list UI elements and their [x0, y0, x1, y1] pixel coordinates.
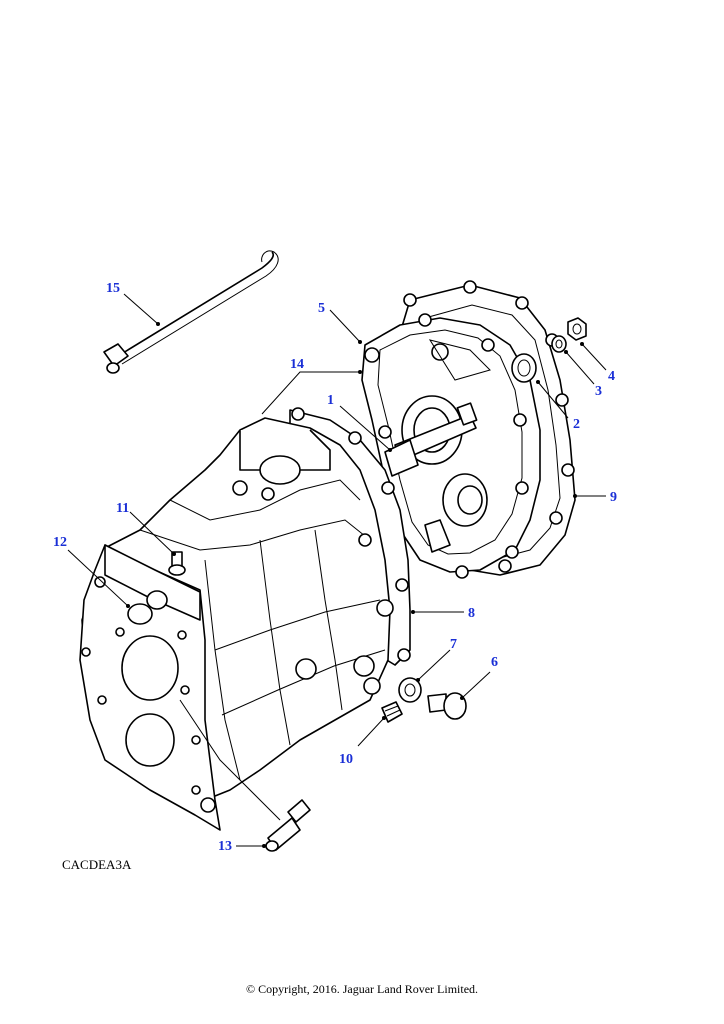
- gearbox-casing: [79, 417, 394, 831]
- callout-12: 12: [53, 535, 67, 550]
- copyright-notice: © Copyright, 2016. Jaguar Land Rover Lim…: [245, 982, 479, 996]
- callout-1: 1: [327, 393, 334, 408]
- callout-3: 3: [595, 384, 602, 399]
- callout-4: 4: [608, 369, 615, 384]
- washer-7: [398, 677, 422, 703]
- callout-2: 2: [573, 417, 580, 432]
- nut-4: [567, 317, 587, 341]
- washer-3: [551, 335, 567, 353]
- callout-11: 11: [116, 501, 129, 516]
- callout-10: 10: [339, 752, 353, 767]
- plug-6: [427, 692, 467, 720]
- callout-15: 15: [106, 281, 120, 296]
- breather-pipe-15: [103, 250, 279, 374]
- seal-2: [511, 353, 537, 383]
- plug-10: [381, 701, 403, 723]
- diagram-reference-code: CACDEA3A: [62, 857, 132, 872]
- callout-14: 14: [290, 357, 304, 372]
- callout-13: 13: [218, 839, 232, 854]
- callout-7: 7: [450, 637, 457, 652]
- callout-8: 8: [468, 606, 475, 621]
- callout-9: 9: [610, 490, 617, 505]
- breather-11: [168, 551, 186, 576]
- connector-13: [265, 799, 311, 852]
- callout-5: 5: [318, 301, 325, 316]
- selector-shaft: [384, 402, 478, 477]
- leader-lines: [67, 293, 607, 848]
- callout-6: 6: [491, 655, 498, 670]
